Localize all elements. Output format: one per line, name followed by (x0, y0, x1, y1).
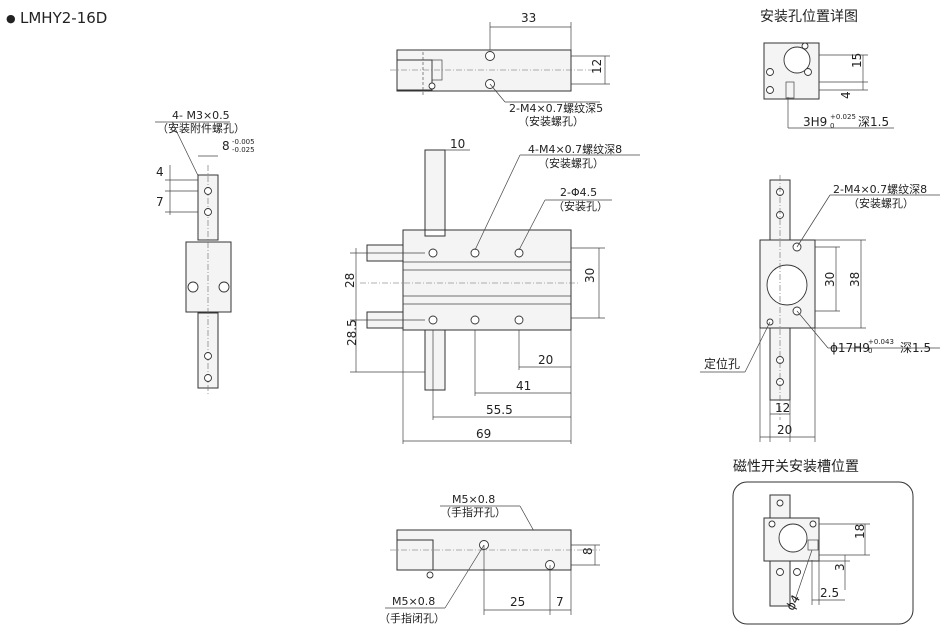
bottom-close-purpose: （手指闭孔） (379, 611, 445, 625)
end-dim-20: 20 (777, 423, 792, 437)
front-dim-69: 69 (476, 427, 491, 441)
bottom-dim-8: 8 (581, 547, 595, 555)
bottom-view: M5×0.8 （手指开孔） 8 25 7 M5×0.8 （手指闭孔） (379, 493, 600, 625)
left-dim-7: 7 (156, 195, 164, 209)
left-dim-8: 8 (222, 139, 230, 153)
end-tol-lower: 0 (868, 347, 872, 355)
end-depth: 深1.5 (900, 341, 931, 355)
end-tol-upper: +0.043 (868, 338, 894, 346)
bottom-dim-25: 25 (510, 595, 525, 609)
mount-dim-15: 15 (850, 53, 864, 68)
front-dim-55-5: 55.5 (486, 403, 513, 417)
front-dim-41: 41 (516, 379, 531, 393)
end-callout-thread: 2-M4×0.7螺纹深8 (833, 182, 927, 196)
top-dim-12: 12 (590, 59, 604, 74)
switch-slot-view: 磁性开关安装槽位置 18 3 ϕ4 2.5 (732, 459, 914, 625)
top-callout-thread: 2-M4×0.7螺纹深5 (509, 101, 603, 115)
front-view: 10 4-M4×0.7螺纹深8 （安装螺孔） 2-Φ4.5 （安装孔） 28 2… (343, 137, 640, 444)
front-dim-30: 30 (583, 268, 597, 283)
mount-bore: 3H9 (803, 115, 827, 129)
front-callout-thread: 4-M4×0.7螺纹深8 (528, 142, 622, 156)
bottom-dim-7: 7 (556, 595, 564, 609)
top-callout-purpose: （安装螺孔） (518, 114, 584, 128)
left-tol-upper: -0.005 (232, 138, 255, 146)
front-callout-hole-purpose: （安装孔） (553, 199, 608, 213)
end-view: 2-M4×0.7螺纹深8 （安装螺孔） 30 38 ϕ17H9 +0.043 0… (700, 175, 940, 442)
switch-dim-3: 3 (833, 563, 847, 571)
mount-detail-title: 安装孔位置详图 (760, 9, 858, 25)
front-dim-28: 28 (343, 273, 357, 288)
end-dim-30: 30 (823, 272, 837, 287)
mount-dim-4: 4 (839, 91, 853, 99)
switch-dim-phi4: ϕ4 (783, 592, 803, 612)
mount-depth: 深1.5 (858, 115, 889, 129)
left-dim-4: 4 (156, 165, 164, 179)
end-callout-purpose: （安装螺孔） (848, 196, 914, 210)
mount-tol-upper: +0.025 (830, 113, 856, 121)
left-view: 4- M3×0.5 （安装附件螺孔） 8 -0.005 -0.025 4 7 (155, 109, 255, 395)
model-title: LMHY2-16D (20, 9, 107, 27)
bottom-close-thread: M5×0.8 (392, 595, 435, 608)
end-dim-12: 12 (775, 401, 790, 415)
end-locating-hole: 定位孔 (704, 356, 740, 371)
front-dim-20: 20 (538, 353, 553, 367)
bottom-open-thread: M5×0.8 (452, 493, 495, 506)
mount-detail-view: 安装孔位置详图 15 4 3H9 +0.025 0 深1.5 (760, 9, 894, 130)
switch-slot-title: 磁性开关安装槽位置 (733, 459, 859, 475)
front-dim-10: 10 (450, 137, 465, 151)
left-tol-lower: -0.025 (232, 146, 255, 154)
switch-dim-2-5: 2.5 (820, 586, 839, 600)
end-bore: ϕ17H9 (830, 341, 870, 355)
left-callout-purpose: （安装附件螺孔） (157, 121, 245, 135)
switch-dim-18: 18 (853, 524, 867, 539)
front-callout-hole: 2-Φ4.5 (560, 186, 597, 199)
left-callout-thread: 4- M3×0.5 (172, 109, 230, 122)
top-view: 33 12 2-M4×0.7螺纹深5 （安装螺孔） (390, 11, 610, 128)
bottom-open-purpose: （手指开孔） (440, 505, 506, 519)
mount-tol-lower: 0 (830, 122, 834, 130)
bullet-icon: ● (6, 12, 16, 25)
top-dim-33: 33 (521, 11, 536, 25)
front-dim-28-5: 28.5 (345, 319, 359, 346)
end-dim-38: 38 (848, 272, 862, 287)
front-callout-thread-purpose: （安装螺孔） (538, 156, 604, 170)
